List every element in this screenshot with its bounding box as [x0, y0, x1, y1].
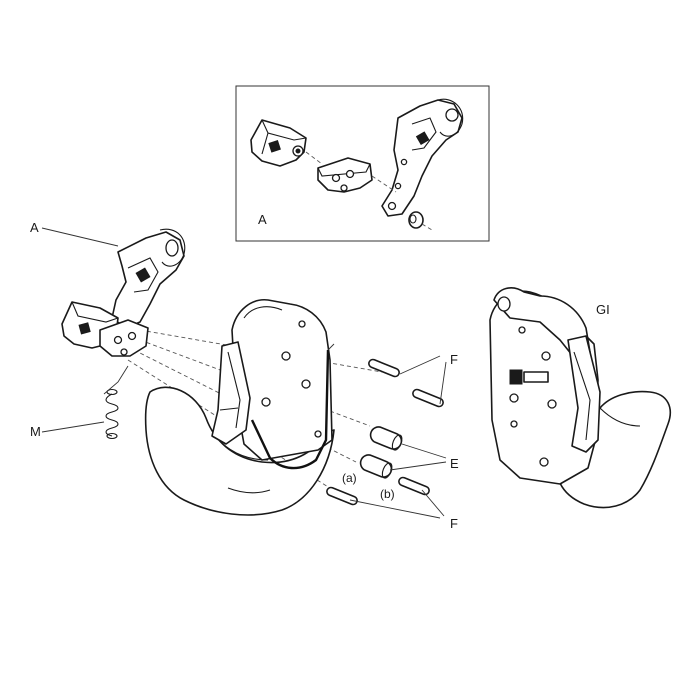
inset-hook-lever — [381, 98, 464, 217]
left-hook-body — [144, 299, 335, 516]
inset-latch-block — [250, 119, 307, 167]
callout-GI: GI — [596, 302, 610, 317]
inset-link-plate — [317, 157, 373, 193]
pins-F-bottom — [326, 476, 430, 506]
hook-assembly-A — [61, 228, 186, 357]
callout-A: A — [30, 220, 39, 235]
inset-box: A — [235, 85, 490, 242]
callout-M: M — [30, 424, 41, 439]
callout-E: E — [450, 456, 459, 471]
inset-dash-1 — [305, 151, 323, 165]
inset-dash-3 — [421, 223, 433, 231]
callout-b: (b) — [380, 487, 395, 501]
inset-label-A: A — [258, 212, 267, 227]
pins-F-top — [368, 358, 444, 408]
callout-F-top: F — [450, 352, 458, 367]
bushes-E — [359, 426, 403, 479]
callout-labels: A M GI F E F (a) (b) — [30, 220, 610, 531]
inset-bush — [408, 211, 424, 229]
callout-F-bottom: F — [450, 516, 458, 531]
right-hook-assembled-GI — [489, 287, 672, 509]
callout-a: (a) — [342, 471, 357, 485]
inset-dash-2 — [371, 175, 397, 193]
spring-M — [105, 388, 119, 440]
leader-lines — [41, 227, 447, 519]
